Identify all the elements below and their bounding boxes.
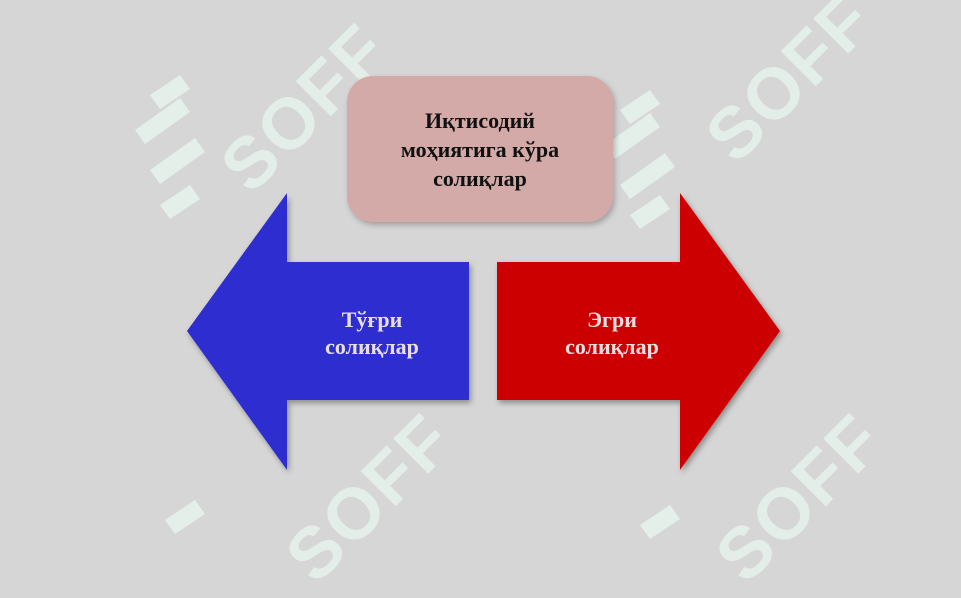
title-line-2: моҳиятига кўра <box>400 136 560 162</box>
watermark-logo-icon <box>135 75 680 539</box>
left-arrow-shape <box>187 193 469 470</box>
right-arrow-label: Эгри солиқлар <box>522 306 702 360</box>
arrows-layer <box>187 193 780 470</box>
title-box: Иқтисодий моҳиятига кўра солиқлар <box>347 76 613 222</box>
right-arrow-label-line-1: Эгри <box>587 307 637 332</box>
left-arrow-label-line-2: солиқлар <box>325 334 419 359</box>
left-arrow-label: Тўғри солиқлар <box>282 306 462 360</box>
title-text: Иқтисодий моҳиятига кўра солиқлар <box>370 106 590 193</box>
title-line-3: солиқлар <box>433 165 527 191</box>
left-arrow-label-line-1: Тўғри <box>341 307 403 332</box>
diagram-canvas: SOFF SOFF SOFF SOFF Иқтисодий моҳиятига … <box>135 0 899 597</box>
watermark-logos <box>135 75 680 539</box>
right-arrow-shape <box>497 193 780 470</box>
right-arrow-label-line-2: солиқлар <box>565 334 659 359</box>
title-line-1: Иқтисодий <box>425 107 535 133</box>
